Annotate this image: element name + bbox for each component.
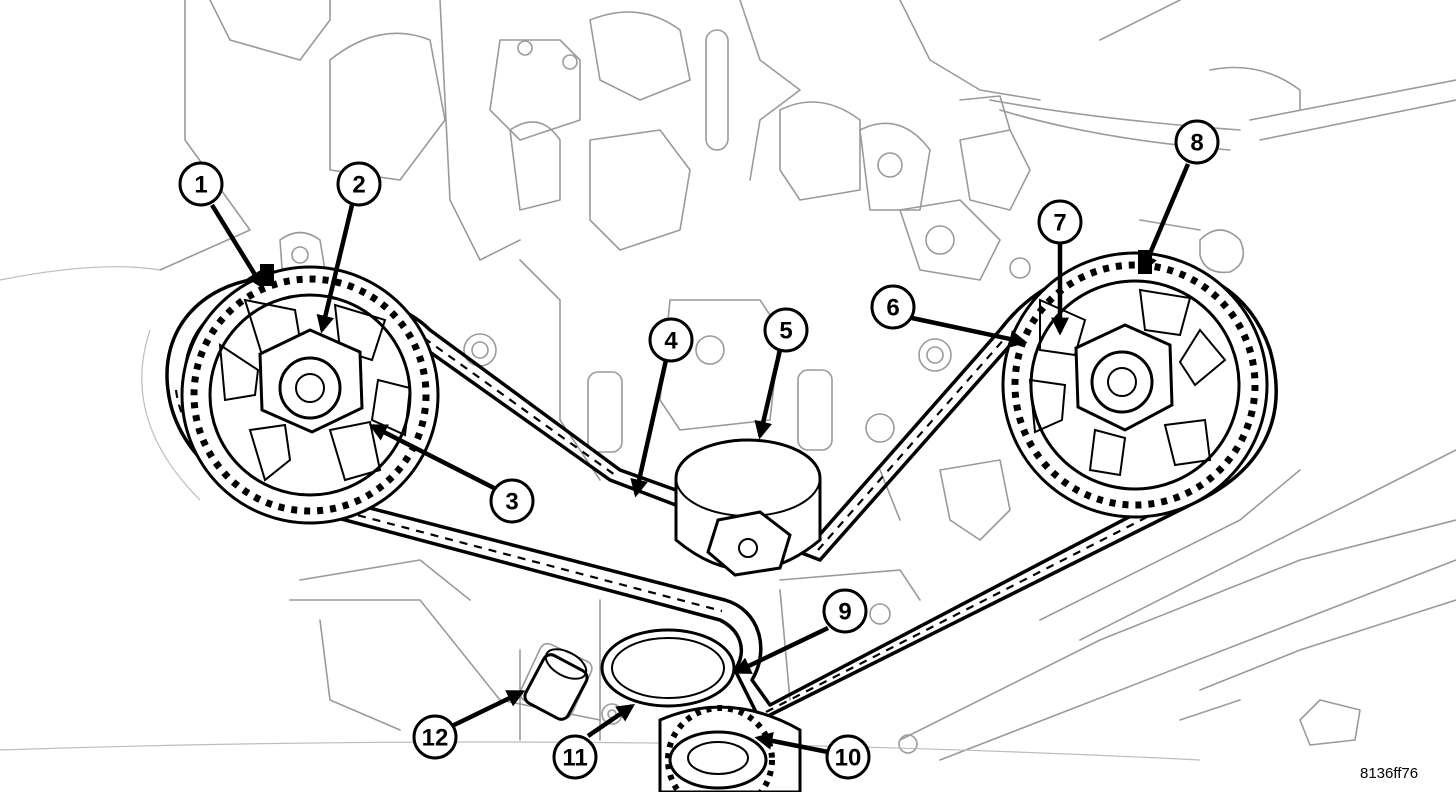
callout-3-label: 3 bbox=[505, 489, 518, 516]
callout-9: 9 bbox=[822, 588, 868, 634]
left-camshaft-sprocket bbox=[180, 265, 440, 525]
callout-2-label: 2 bbox=[352, 172, 365, 199]
callout-4: 4 bbox=[648, 317, 694, 363]
callout-8-label: 8 bbox=[1190, 130, 1203, 157]
callout-leaders bbox=[210, 163, 1191, 755]
figure-id: 8136ff76 bbox=[1360, 765, 1418, 782]
callout-2: 2 bbox=[336, 161, 382, 207]
callout-9-label: 9 bbox=[838, 599, 851, 626]
callout-5: 5 bbox=[763, 307, 809, 353]
callout-11-label: 11 bbox=[562, 745, 587, 772]
callout-12-label: 12 bbox=[422, 725, 449, 752]
callout-6-label: 6 bbox=[886, 295, 899, 322]
right-camshaft-sprocket bbox=[1001, 251, 1269, 519]
callout-10-label: 10 bbox=[835, 745, 862, 772]
callout-12: 12 bbox=[412, 714, 458, 760]
callout-6: 6 bbox=[870, 284, 916, 330]
crankshaft-sprocket bbox=[658, 705, 802, 792]
callout-5-label: 5 bbox=[779, 318, 792, 345]
callout-8: 8 bbox=[1174, 119, 1220, 165]
callout-11: 11 bbox=[552, 734, 598, 780]
callout-1: 1 bbox=[178, 161, 224, 207]
callout-7: 7 bbox=[1037, 199, 1083, 245]
callout-3: 3 bbox=[489, 478, 535, 524]
engine-block-background bbox=[0, 0, 1456, 761]
oil-seal-ring bbox=[600, 628, 736, 708]
callout-10: 10 bbox=[825, 734, 871, 780]
callout-1-label: 1 bbox=[194, 172, 207, 199]
callout-4-label: 4 bbox=[664, 328, 678, 355]
dowel-pin bbox=[523, 648, 589, 721]
belt-tensioner-pulley bbox=[674, 438, 822, 577]
callout-7-label: 7 bbox=[1053, 210, 1066, 237]
